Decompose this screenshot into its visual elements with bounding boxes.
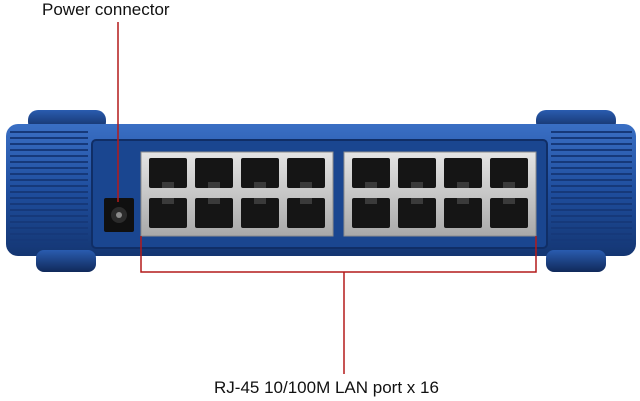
rj45-port <box>287 198 325 228</box>
right-ribs <box>551 131 632 247</box>
rj45-port-latch <box>300 182 312 188</box>
rj45-port <box>195 198 233 228</box>
rj45-port-latch <box>411 198 423 204</box>
lan-ports-label: RJ-45 10/100M LAN port x 16 <box>214 378 439 397</box>
rj45-port <box>287 158 325 188</box>
rj45-port-latch <box>503 182 515 188</box>
rj45-port-latch <box>254 198 266 204</box>
rj45-port-latch <box>365 198 377 204</box>
left-ribs <box>10 131 88 247</box>
rj45-port-latch <box>208 182 220 188</box>
rj45-port <box>195 158 233 188</box>
rj45-port <box>241 158 279 188</box>
rj45-port <box>398 198 436 228</box>
rj45-port <box>241 198 279 228</box>
rj45-port-latch <box>208 198 220 204</box>
rj45-port <box>149 158 187 188</box>
rj45-port-latch <box>503 198 515 204</box>
rj45-port <box>490 198 528 228</box>
rj45-port-latch <box>162 182 174 188</box>
power-connector-label: Power connector <box>42 0 170 19</box>
bottom-right-foot <box>546 250 606 272</box>
rj45-port-latch <box>162 198 174 204</box>
rj45-port <box>398 158 436 188</box>
rj45-port-latch <box>300 198 312 204</box>
rj45-port-latch <box>365 182 377 188</box>
rj45-port-latch <box>457 182 469 188</box>
rj45-port <box>444 198 482 228</box>
bottom-left-foot <box>36 250 96 272</box>
rj45-port <box>444 158 482 188</box>
rj45-port <box>352 198 390 228</box>
lan-leader-line <box>140 236 537 374</box>
rj45-port-latch <box>254 182 266 188</box>
rj45-port-latch <box>411 182 423 188</box>
power-jack <box>104 198 134 232</box>
rj45-port <box>490 158 528 188</box>
rj45-port-latch <box>457 198 469 204</box>
rj45-port <box>352 158 390 188</box>
rj45-port <box>149 198 187 228</box>
